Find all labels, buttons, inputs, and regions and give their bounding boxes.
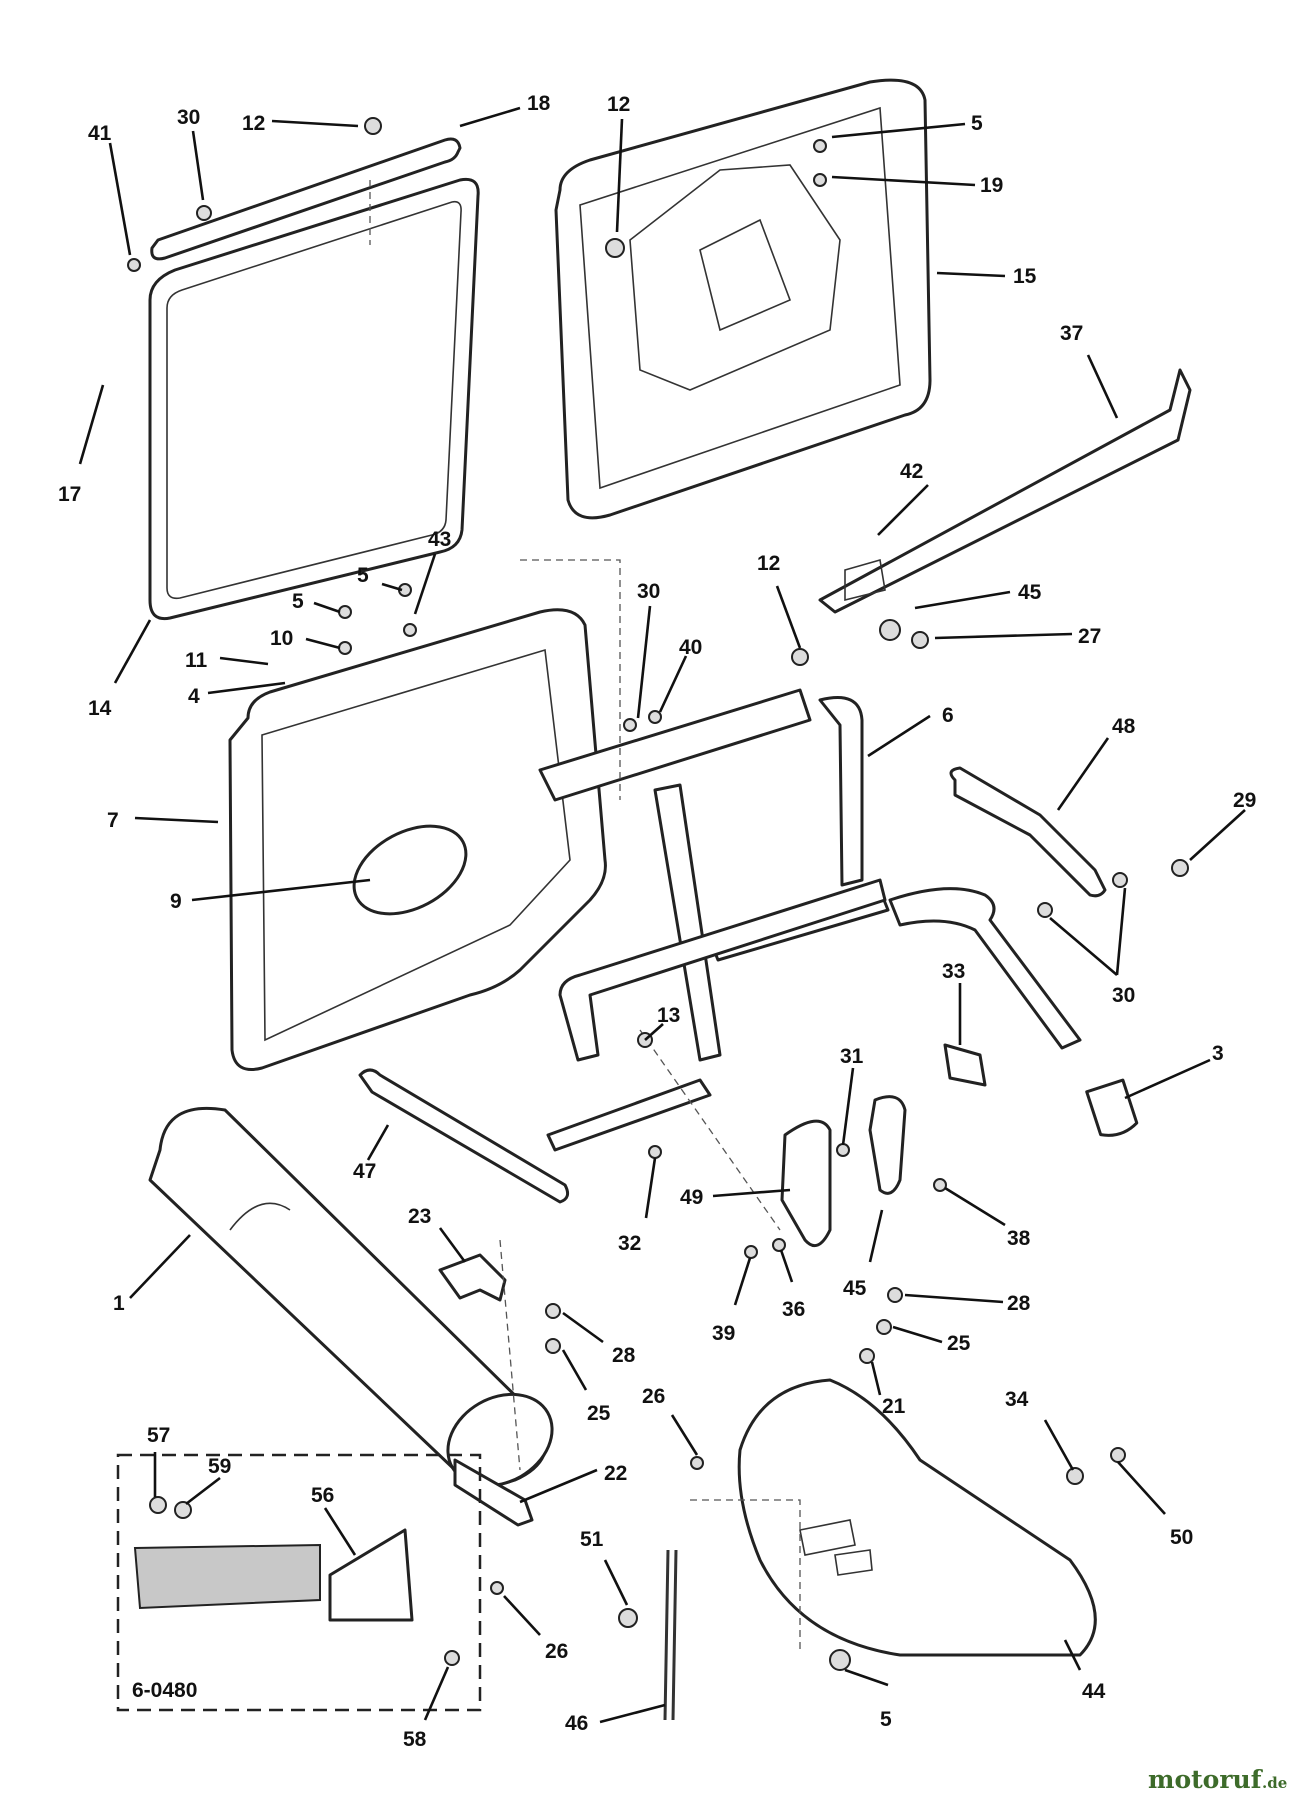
callout-23: 23 [408, 1205, 431, 1228]
callout-4: 4 [188, 685, 200, 708]
callout-17: 17 [58, 483, 81, 506]
callout-9: 9 [170, 890, 182, 913]
callout-44: 44 [1082, 1680, 1106, 1703]
callout-59: 59 [208, 1455, 231, 1478]
callout-33: 33 [942, 960, 965, 983]
part-top-rod [150, 137, 462, 261]
part-handle [888, 887, 1139, 1137]
callout-19: 19 [980, 174, 1003, 197]
callout-29: 29 [1233, 789, 1256, 812]
part-rod-46 [663, 1549, 678, 1721]
part-bracket-33 [943, 1043, 987, 1087]
callout-56: 56 [311, 1484, 334, 1507]
callout-43: 43 [428, 528, 451, 551]
callout-51: 51 [580, 1528, 604, 1551]
part-strap [949, 766, 1107, 898]
callout-58: 58 [403, 1728, 427, 1751]
callout-45: 45 [1018, 581, 1042, 604]
callout-27: 27 [1078, 625, 1101, 648]
callout-25-b: 25 [947, 1332, 971, 1355]
callout-48: 48 [1112, 715, 1136, 738]
callout-37: 37 [1060, 322, 1083, 345]
callout-36: 36 [782, 1298, 805, 1321]
callout-30-c: 30 [1112, 984, 1135, 1007]
callout-28: 28 [612, 1344, 636, 1367]
callout-labels: 41 30 12 18 17 14 12 5 19 15 37 42 45 27… [58, 92, 1256, 1751]
callout-5-b: 5 [357, 564, 369, 587]
callout-5-c: 5 [292, 590, 304, 613]
brand-name: motoruf [1148, 1765, 1264, 1794]
callout-42: 42 [900, 460, 923, 483]
part-side-rail [818, 368, 1192, 614]
callout-30-b: 30 [637, 580, 660, 603]
callout-18: 18 [527, 92, 551, 115]
callout-28-b: 28 [1007, 1292, 1031, 1315]
callout-38: 38 [1007, 1227, 1031, 1250]
part-clip-22 [453, 1458, 534, 1527]
hardware-fasteners [127, 117, 1189, 1671]
callout-57: 57 [147, 1424, 170, 1447]
callout-21: 21 [882, 1395, 906, 1418]
assembly-hidden-lines [369, 180, 801, 1650]
callout-34: 34 [1005, 1388, 1029, 1411]
callout-12-b: 12 [607, 93, 630, 116]
callout-10: 10 [270, 627, 293, 650]
callout-3: 3 [1212, 1042, 1224, 1065]
part-hopper-lid [554, 78, 932, 520]
callout-1: 1 [113, 1292, 125, 1315]
part-bracket-49 [780, 1119, 832, 1248]
brand-suffix: .de [1262, 1774, 1287, 1792]
callout-5: 5 [971, 112, 983, 135]
part-support-frame [538, 688, 890, 1152]
callout-7: 7 [107, 809, 119, 832]
callout-14: 14 [88, 697, 112, 720]
detail-inset: 6-0480 [116, 1453, 482, 1712]
callout-12-c: 12 [757, 552, 780, 575]
callout-39: 39 [712, 1322, 735, 1345]
part-chute [737, 1378, 1097, 1657]
callout-22: 22 [604, 1462, 627, 1485]
callout-45-b: 45 [843, 1277, 867, 1300]
callout-25: 25 [587, 1402, 611, 1425]
callout-49: 49 [680, 1186, 703, 1209]
callout-32: 32 [618, 1232, 641, 1255]
brand-logo: motoruf .de [1148, 1765, 1287, 1794]
callout-40: 40 [679, 636, 702, 659]
callout-41: 41 [88, 122, 112, 145]
part-frame-gasket [148, 177, 480, 621]
callout-30: 30 [177, 106, 200, 129]
callout-31: 31 [840, 1045, 864, 1068]
callout-13: 13 [657, 1004, 680, 1027]
callout-11: 11 [185, 649, 208, 672]
callout-26-b: 26 [642, 1385, 665, 1408]
callout-26: 26 [545, 1640, 568, 1663]
part-bracket-45 [868, 1095, 907, 1195]
diagram-code: 6-0480 [132, 1679, 197, 1702]
callout-46: 46 [565, 1712, 588, 1735]
callout-50: 50 [1170, 1526, 1193, 1549]
callout-6: 6 [942, 704, 954, 727]
part-bag-housing [228, 608, 607, 1071]
callout-5-d: 5 [880, 1708, 892, 1731]
callout-47: 47 [353, 1160, 376, 1183]
part-lower-strap [358, 1068, 570, 1204]
callout-15: 15 [1013, 265, 1037, 288]
part-clip-23 [438, 1253, 507, 1302]
callout-12: 12 [242, 112, 265, 135]
